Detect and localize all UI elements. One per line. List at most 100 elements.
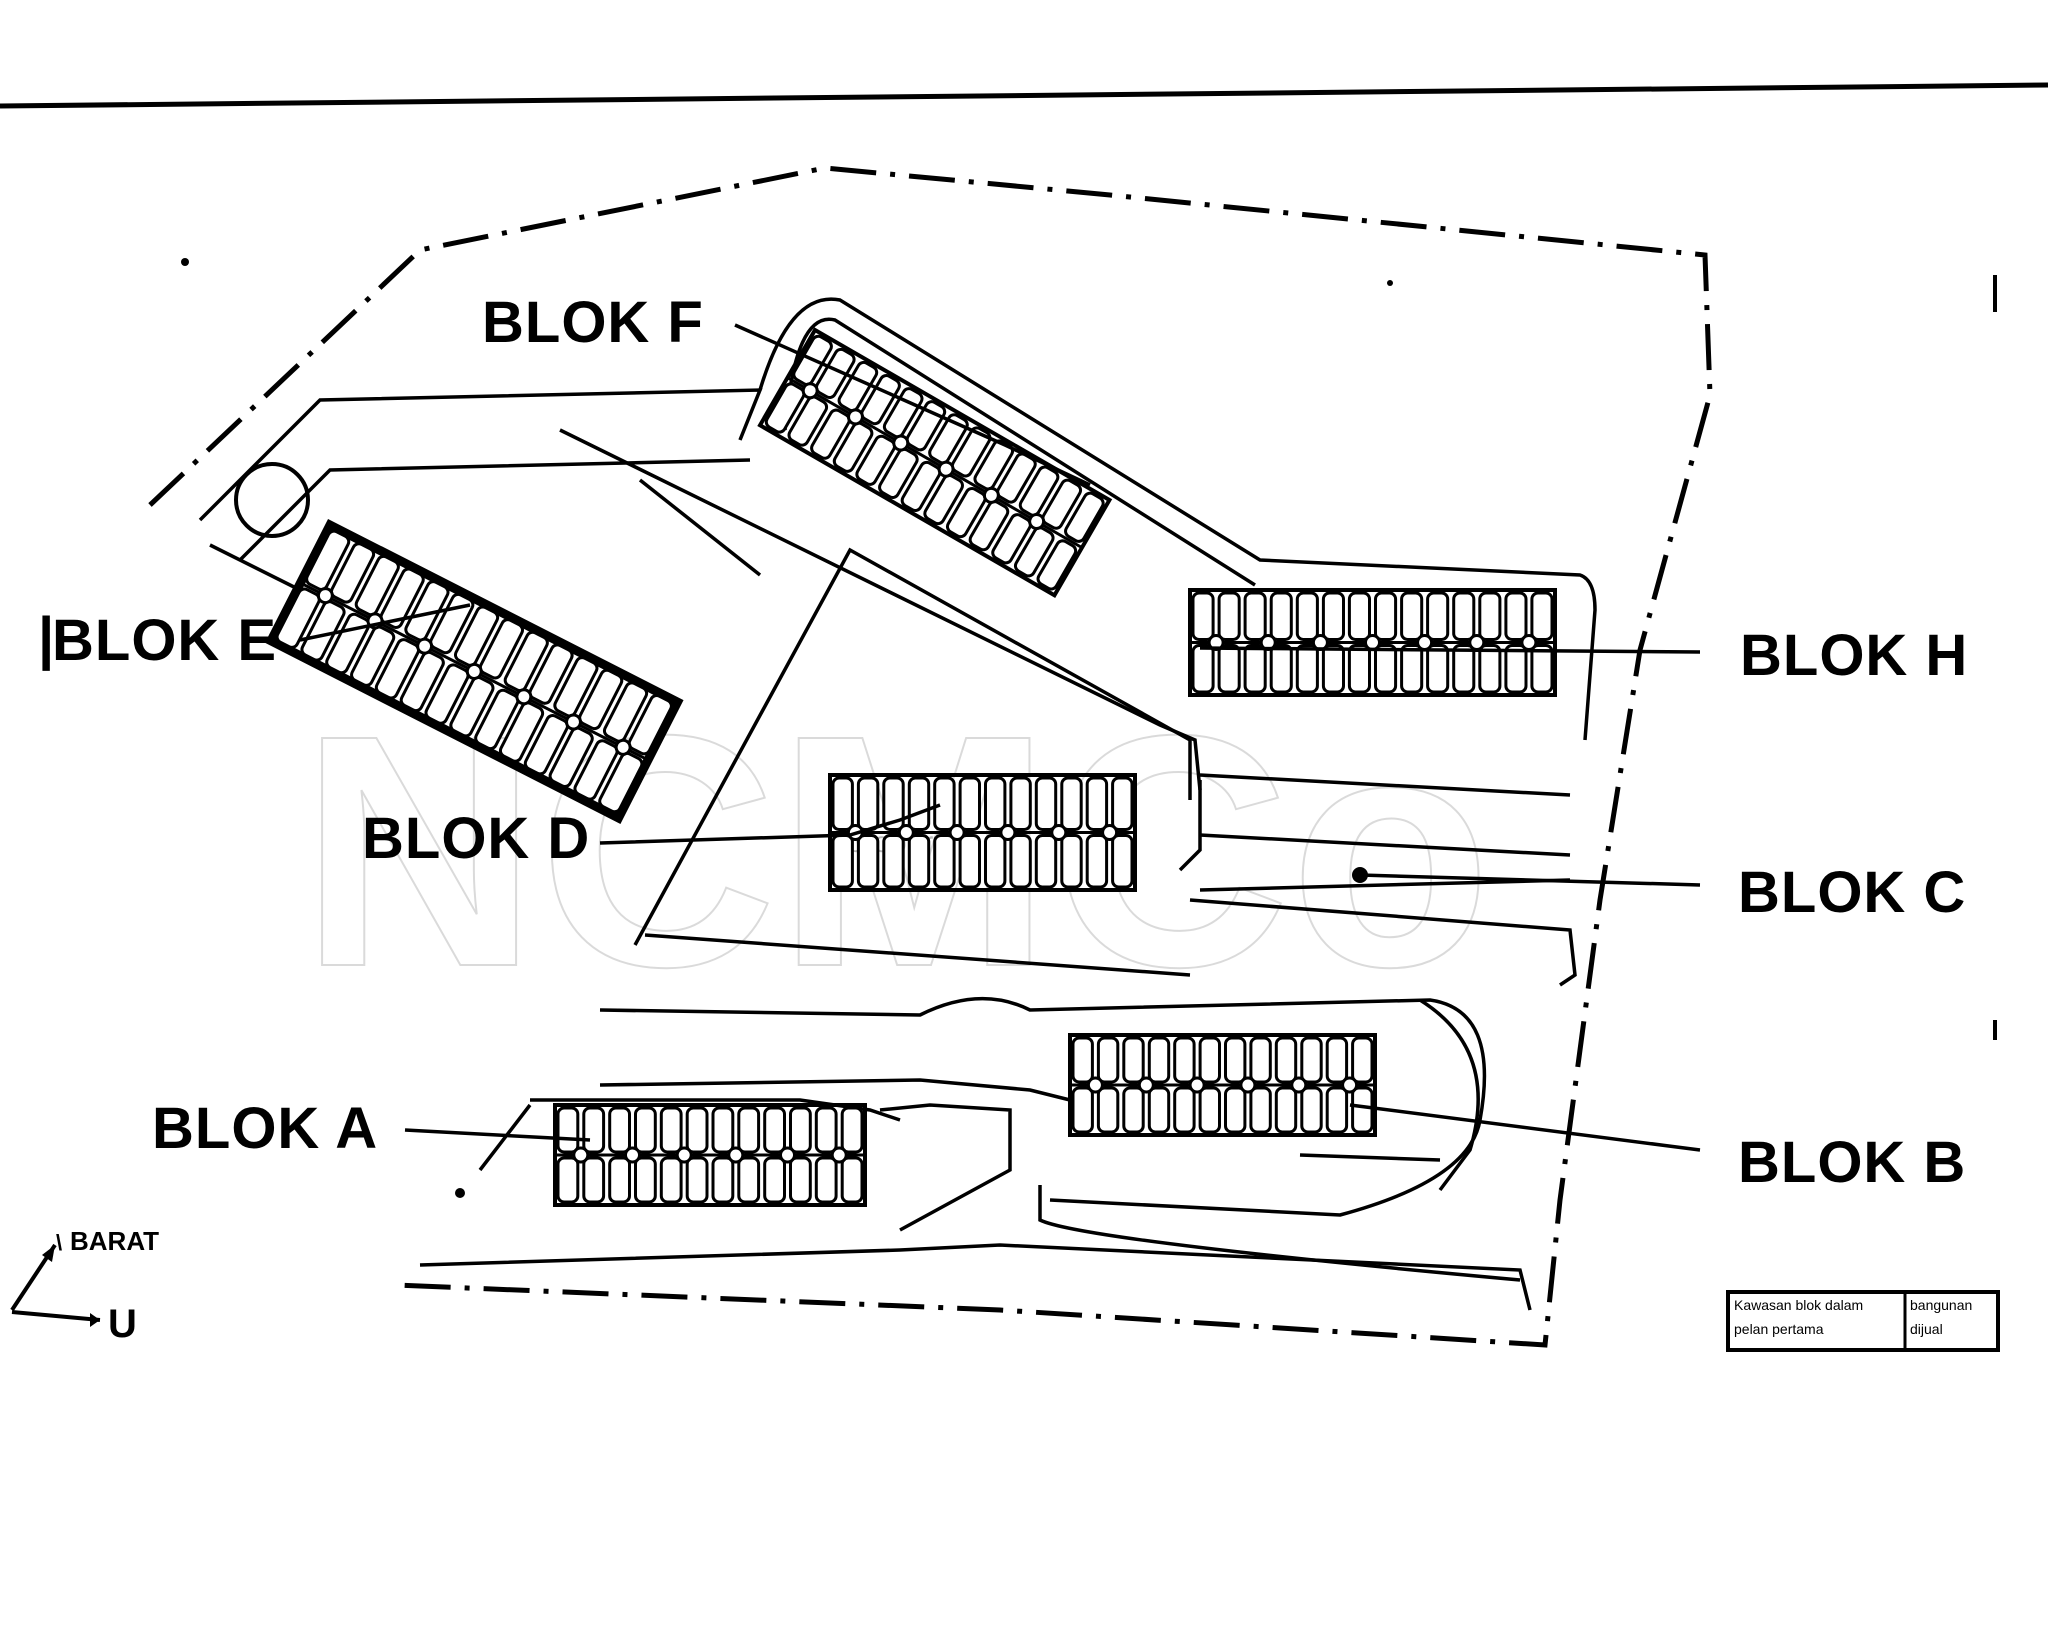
unit-node (465, 662, 483, 680)
compass: \ BARAT U (10, 1226, 159, 1346)
housing-unit (878, 447, 919, 499)
unit-node (1086, 1076, 1104, 1094)
housing-unit (1147, 1086, 1171, 1134)
legend-cell-1-line2: pelan pertama (1734, 1321, 1824, 1337)
housing-unit (598, 751, 644, 814)
unit-node (801, 382, 819, 400)
housing-unit (882, 387, 924, 439)
housing-unit (1300, 1036, 1323, 1084)
unit-node (1364, 634, 1381, 651)
housing-unit (1122, 1036, 1145, 1084)
housing-unit (474, 688, 520, 751)
housing-unit (923, 473, 964, 526)
housing-unit (556, 1156, 580, 1204)
housing-unit (856, 834, 880, 889)
housing-unit (711, 1106, 735, 1154)
housing-unit (374, 638, 421, 700)
unit-node (982, 486, 1000, 504)
unit-node (999, 824, 1017, 841)
unit-node (727, 1146, 745, 1164)
housing-unit (907, 776, 931, 831)
housing-unit (1071, 1036, 1094, 1084)
unit-node (515, 688, 533, 706)
housing-unit (548, 726, 594, 788)
housing-unit (350, 625, 396, 687)
housing-unit (789, 1156, 812, 1204)
housing-unit (424, 663, 470, 725)
housing-unit (1198, 1086, 1222, 1134)
housing-unit (1191, 644, 1215, 694)
housing-unit (1325, 1036, 1349, 1084)
housing-unit (789, 1106, 812, 1154)
housing-unit (1243, 644, 1267, 694)
housing-unit (1122, 1086, 1145, 1134)
housing-unit (608, 1156, 631, 1204)
unit-node (416, 637, 434, 655)
housing-unit (787, 395, 829, 447)
housing-unit (840, 1156, 864, 1204)
housing-unit (685, 1106, 709, 1154)
housing-unit (1504, 644, 1528, 694)
compass-north-label: U (108, 1302, 137, 1346)
unit-node (897, 824, 915, 841)
housing-unit (1321, 591, 1345, 641)
housing-unit (1224, 1086, 1247, 1134)
unit-node (572, 1146, 590, 1164)
housing-unit (627, 693, 673, 756)
housing-unit (478, 618, 525, 680)
housing-unit (556, 1106, 580, 1154)
housing-unit (860, 374, 901, 426)
housing-unit (1060, 834, 1083, 889)
legend-cell-1: Kawasan blok dalam (1734, 1297, 1863, 1313)
leader-lines (299, 323, 1701, 1152)
legend-box: Kawasan blok dalam pelan pertama banguna… (1726, 1290, 2000, 1352)
housing-unit (950, 426, 992, 478)
housing-unit (1478, 644, 1502, 694)
housing-unit (275, 587, 321, 649)
housing-unit (305, 529, 351, 591)
housing-unit (1400, 644, 1424, 694)
housing-unit (1085, 776, 1109, 831)
label-blok-e-prefix: | (38, 606, 55, 671)
housing-unit (429, 592, 475, 655)
housing-unit (933, 834, 956, 889)
housing-unit (634, 1156, 657, 1204)
housing-unit (1224, 1036, 1247, 1084)
housing-unit (582, 1106, 606, 1154)
unit-node (1468, 634, 1486, 651)
housing-unit (984, 776, 1007, 831)
block-e-building (264, 518, 684, 824)
unit-node (1050, 824, 1068, 841)
housing-unit (763, 1106, 786, 1154)
housing-unit (1530, 591, 1554, 641)
housing-unit (1085, 834, 1109, 889)
label-blok-h: BLOK H (1740, 623, 1968, 688)
housing-unit (991, 513, 1032, 565)
housing-unit (399, 650, 445, 713)
housing-unit (1217, 591, 1241, 641)
block-h-building (1188, 588, 1557, 697)
housing-unit (404, 580, 450, 642)
housing-unit (1191, 591, 1215, 641)
housing-unit (1034, 834, 1058, 889)
unit-node (614, 738, 632, 756)
housing-unit (1274, 1036, 1298, 1084)
unit-node (675, 1146, 693, 1164)
housing-unit (634, 1106, 657, 1154)
housing-unit (882, 776, 905, 831)
housing-unit (1478, 591, 1502, 641)
label-blok-b: BLOK B (1738, 1130, 1966, 1195)
housing-unit (1374, 644, 1398, 694)
housing-unit (1147, 1036, 1171, 1084)
housing-unit (1009, 776, 1032, 831)
housing-unit (984, 834, 1007, 889)
housing-unit (1034, 776, 1058, 831)
housing-unit (958, 776, 982, 831)
housing-unit (1351, 1036, 1374, 1084)
housing-unit (900, 460, 942, 513)
housing-unit (1198, 1036, 1222, 1084)
housing-unit (1452, 591, 1476, 641)
housing-unit (1013, 526, 1055, 578)
unit-node (316, 587, 334, 605)
